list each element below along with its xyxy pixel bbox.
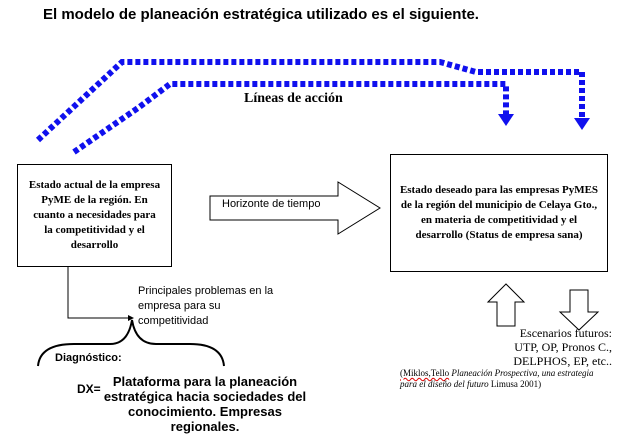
- scenarios-line-2: UTP, OP, Pronos C.,: [514, 340, 612, 354]
- future-scenarios: Escenarios futuros: UTP, OP, Pronos C., …: [452, 326, 612, 368]
- scenarios-title: Escenarios futuros:: [519, 326, 612, 340]
- scenario-up-arrow: [486, 283, 526, 327]
- citation-publisher: Limusa 2001): [490, 379, 542, 389]
- action-line-inner-arrowhead: [498, 114, 514, 126]
- desired-state-text: Estado deseado para las empresas PyMES d…: [399, 184, 599, 241]
- citation: (Miklos,Tello Planeación Prospectiva, un…: [400, 368, 600, 390]
- main-problems-text: Principales problemas en la empresa para…: [138, 285, 274, 327]
- current-state-box: Estado actual de la empresa PyME de la r…: [17, 164, 172, 267]
- time-horizon-label: Horizonte de tiempo: [222, 198, 321, 210]
- dx-label: DX=: [77, 382, 101, 396]
- scenarios-line-3: DELPHOS, EP, etc..: [513, 354, 612, 368]
- diagnostico-brace: [37, 319, 225, 367]
- problems-connector: [67, 267, 128, 319]
- problems-connector-arrowhead: [128, 315, 134, 321]
- current-state-text: Estado actual de la empresa PyME de la r…: [28, 179, 161, 251]
- action-lines-label: Líneas de acción: [244, 91, 343, 106]
- citation-title: Planeación Prospectiva, una estrategia p…: [400, 368, 594, 389]
- time-horizon-arrow: [209, 181, 381, 235]
- diagnostico-label: Diagnóstico:: [55, 352, 122, 364]
- dx-platform-text: Plataforma para la planeación estratégic…: [103, 374, 307, 434]
- action-line-inner: [72, 81, 509, 155]
- page-title: El modelo de planeación estratégica util…: [43, 6, 479, 23]
- desired-state-box: Estado deseado para las empresas PyMES d…: [390, 154, 608, 272]
- scenario-down-arrow: [558, 289, 600, 331]
- citation-author: (Miklos,Tello: [400, 368, 450, 378]
- action-line-outer-arrowhead: [574, 118, 590, 130]
- action-line-outer: [35, 59, 585, 143]
